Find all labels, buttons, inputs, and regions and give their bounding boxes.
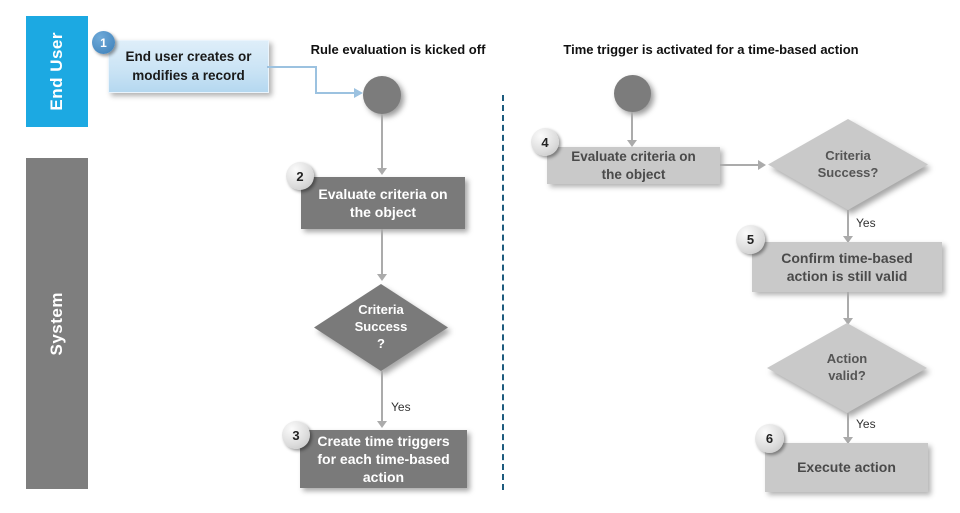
connector-blue-horizontal-1 xyxy=(267,66,317,68)
decision-criteria-success-left: Criteria Success ? xyxy=(314,284,448,371)
connector-blue-vertical xyxy=(315,66,317,94)
badge-1: 1 xyxy=(92,31,115,54)
badge-2: 2 xyxy=(286,162,314,190)
connector-right-4 xyxy=(847,292,849,319)
arrowhead-down-icon xyxy=(377,274,387,281)
decision-action-valid: Action valid? xyxy=(767,323,927,413)
connector-right-2 xyxy=(720,164,758,166)
badge-5: 5 xyxy=(736,225,765,254)
yes-label-right-2: Yes xyxy=(856,417,876,431)
connector-blue-horizontal-2 xyxy=(315,92,355,94)
arrowhead-down-icon xyxy=(843,236,853,243)
connector-left-1 xyxy=(381,114,383,168)
arrowhead-down-icon xyxy=(627,140,637,147)
arrowhead-down-icon xyxy=(843,318,853,325)
connector-left-3 xyxy=(381,371,383,421)
arrowhead-right-icon xyxy=(758,160,766,170)
start-node-left xyxy=(363,76,401,114)
connector-right-1 xyxy=(631,112,633,140)
start-node-right xyxy=(614,75,651,112)
lane-system: System xyxy=(26,158,88,489)
arrowhead-blue-right-icon xyxy=(354,88,363,98)
lane-end-user-label: End User xyxy=(47,32,66,111)
decision-action-valid-label: Action valid? xyxy=(767,323,927,413)
step5-confirm-time-based-box: Confirm time-based action is still valid xyxy=(752,242,942,292)
connector-right-3 xyxy=(847,210,849,237)
step4-evaluate-criteria-box: Evaluate criteria on the object xyxy=(547,147,720,184)
decision-criteria-success-right: Criteria Success? xyxy=(768,119,928,210)
badge-4: 4 xyxy=(531,128,559,156)
yes-label-right-1: Yes xyxy=(856,216,876,230)
badge-3: 3 xyxy=(282,421,310,449)
heading-rule-evaluation: Rule evaluation is kicked off xyxy=(310,42,486,57)
decision-criteria-success-left-label: Criteria Success ? xyxy=(314,284,448,371)
arrowhead-down-icon xyxy=(843,437,853,444)
step2-evaluate-criteria-box: Evaluate criteria on the object xyxy=(301,177,465,229)
lane-system-label: System xyxy=(47,291,66,356)
lane-end-user: End User xyxy=(26,16,88,127)
lane-divider-dashed-line xyxy=(502,95,504,490)
badge-6: 6 xyxy=(755,424,784,453)
step3-create-time-triggers-box: Create time triggers for each time-based… xyxy=(300,430,467,488)
step6-execute-action-box: Execute action xyxy=(765,443,928,492)
connector-right-5 xyxy=(847,413,849,438)
heading-time-trigger: Time trigger is activated for a time-bas… xyxy=(563,42,859,57)
step1-end-user-creates-box: End user creates or modifies a record xyxy=(108,40,269,93)
arrowhead-down-icon xyxy=(377,168,387,175)
yes-label-left: Yes xyxy=(391,400,411,414)
arrowhead-down-icon xyxy=(377,421,387,428)
connector-left-2 xyxy=(381,229,383,274)
decision-criteria-success-right-label: Criteria Success? xyxy=(768,119,928,210)
